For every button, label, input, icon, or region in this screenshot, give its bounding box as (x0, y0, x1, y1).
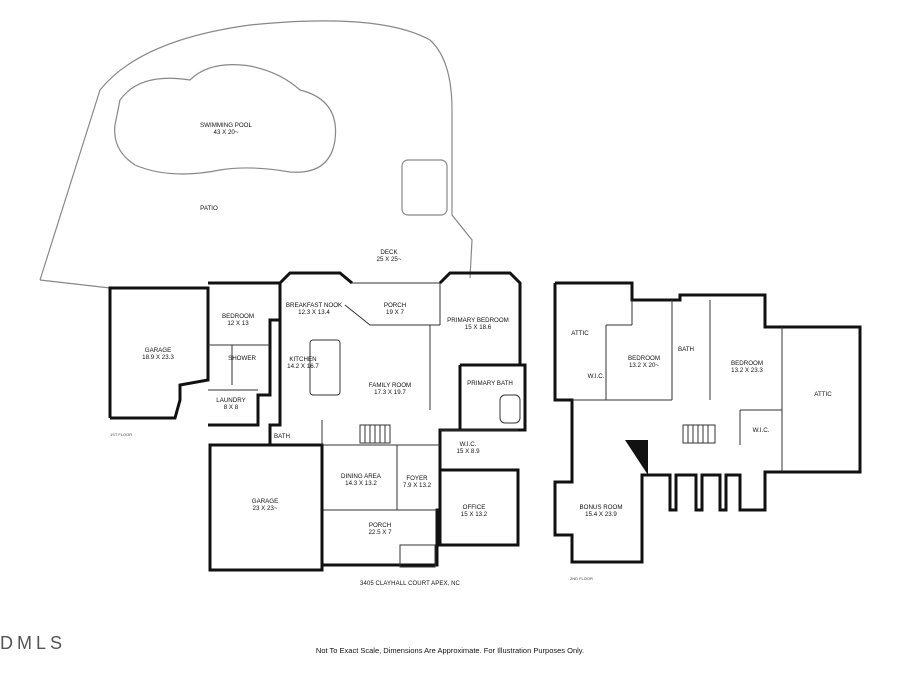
first-floor (108, 271, 527, 572)
svg-text:ATTIC: ATTIC (571, 330, 589, 337)
deck-name: DECK (380, 249, 398, 256)
office-dims: 15 X 13.2 (461, 511, 488, 518)
bedroom-2-name: BEDROOM (628, 355, 660, 362)
bonus-room-name: BONUS ROOM (580, 504, 623, 511)
bedroom-3-name: BEDROOM (731, 360, 763, 367)
wic-2-name: W.I.C. (588, 373, 605, 380)
porch-front-name: PORCH (369, 522, 391, 529)
stairs-second-floor (682, 424, 716, 444)
shower-name: SHOWER (228, 355, 256, 362)
svg-text:PRIMARY BATH: PRIMARY BATH (467, 380, 513, 387)
porch-back-dims: 19 X 7 (386, 309, 404, 316)
deck-dims: 25 X 25~ (377, 256, 402, 263)
family-room-name: FAMILY ROOM (369, 382, 411, 389)
wic-1-dims: 15 X 8.9 (456, 448, 480, 455)
svg-text:W.I.C.: W.I.C. (753, 427, 770, 434)
stairs-first-floor (359, 424, 391, 444)
first-floor-label: 1ST FLOOR (110, 432, 132, 437)
garage-2-dims: 23 X 23~ (253, 505, 278, 512)
svg-text:W.I.C.15 X 8.9: W.I.C.15 X 8.9 (456, 441, 480, 455)
garage-1-dims: 18.9 X 23.3 (142, 354, 174, 361)
kitchen-dims: 14.2 X 16.7 (287, 363, 319, 370)
deck-outline (39, 279, 111, 289)
breakfast-nook-name: BREAKFAST NOOK (286, 302, 343, 309)
primary-bath-name: PRIMARY BATH (467, 380, 513, 387)
svg-text:BATH: BATH (274, 433, 290, 440)
primary-bedroom-dims: 15 X 18.6 (465, 324, 492, 331)
attic-2-name: ATTIC (814, 391, 832, 398)
swimming-pool-shape (114, 64, 337, 175)
svg-text:SHOWER: SHOWER (228, 355, 256, 362)
bedroom-2-dims: 13.2 X 20~ (629, 362, 659, 369)
kitchen-name: KITCHEN (289, 356, 316, 363)
svg-text:BATH: BATH (678, 346, 694, 353)
wic-3-name: W.I.C. (753, 427, 770, 434)
family-room-dims: 17.3 X 19.7 (374, 389, 406, 396)
swimming-pool-dims: 43 X 20~ (214, 129, 239, 136)
wic-1-name: W.I.C. (460, 441, 477, 448)
bedroom-1-dims: 12 X 13 (227, 320, 249, 327)
garage-2-name: GARAGE (252, 498, 278, 505)
dining-area-dims: 14.3 X 13.2 (345, 480, 377, 487)
open-to-below-marker (625, 440, 648, 475)
breakfast-nook-dims: 12.3 X 13.4 (298, 309, 330, 316)
porch-back-name: PORCH (384, 302, 406, 309)
bath-1-name: BATH (274, 433, 290, 440)
patio-outline (39, 20, 473, 281)
laundry-name: LAUNDRY (216, 397, 245, 404)
garage-1-name: GARAGE (145, 347, 171, 354)
dining-area-name: DINING AREA (341, 473, 382, 480)
patio-name: PATIO (200, 205, 218, 212)
bonus-room-dims: 15.4 X 23.9 (585, 511, 617, 518)
bath-2-name: BATH (678, 346, 694, 353)
primary-bedroom-name: PRIMARY BEDROOM (447, 317, 509, 324)
svg-text:ATTIC: ATTIC (814, 391, 832, 398)
foyer-name: FOYER (406, 475, 428, 482)
porch-front-dims: 22.5 X 7 (368, 529, 392, 536)
office-name: OFFICE (463, 504, 486, 511)
second-floor-label: 2ND FLOOR (570, 576, 593, 581)
bedroom-1-name: BEDROOM (222, 313, 254, 320)
svg-text:PATIO: PATIO (200, 205, 218, 212)
hot-tub (401, 159, 448, 216)
mls-watermark: DMLS (0, 633, 67, 653)
laundry-dims: 8 X 8 (224, 404, 239, 411)
swimming-pool-name: SWIMMING POOL (200, 122, 252, 129)
second-floor (553, 281, 862, 564)
bedroom-3-dims: 13.2 X 23.3 (731, 367, 763, 374)
attic-1-name: ATTIC (571, 330, 589, 337)
disclaimer-text: Not To Exact Scale, Dimensions Are Appro… (315, 646, 585, 655)
foyer-dims: 7.9 X 13.2 (403, 482, 432, 489)
property-address: 3405 CLAYHALL COURT APEX, NC (360, 581, 460, 587)
svg-text:W.I.C.: W.I.C. (588, 373, 605, 380)
